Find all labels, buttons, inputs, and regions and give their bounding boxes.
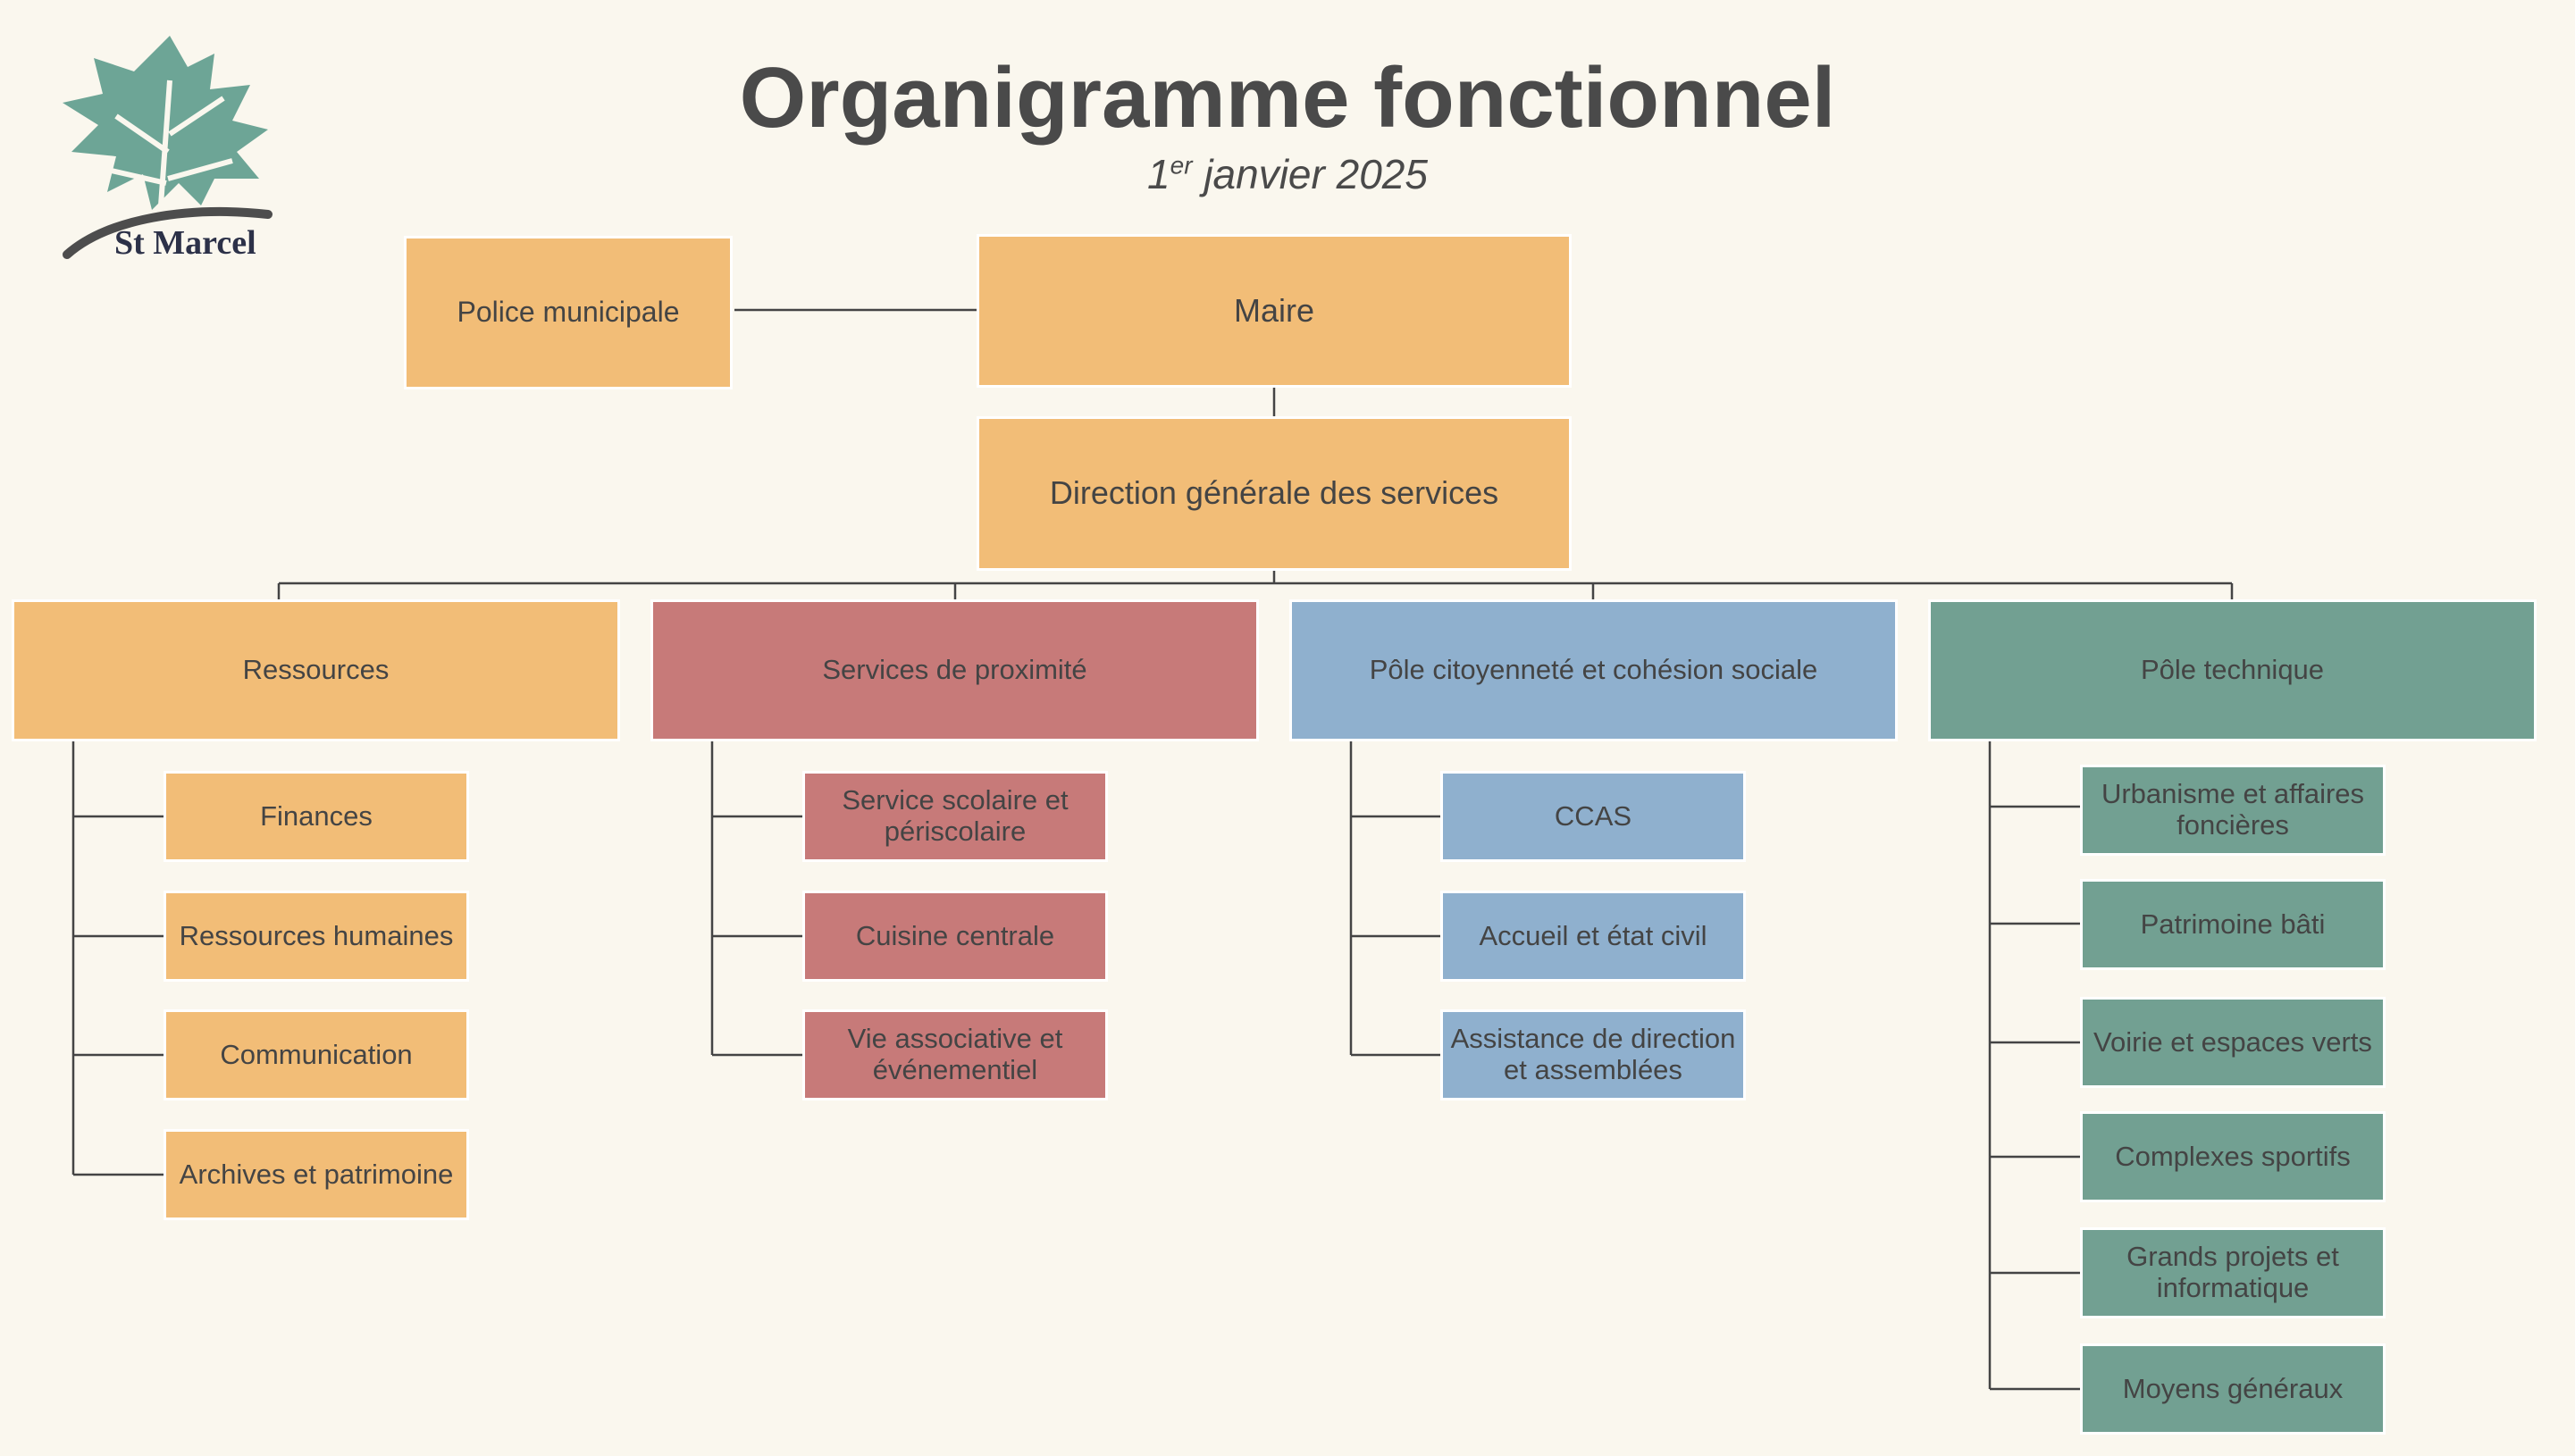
service-box: Moyens généraux [2080,1343,2386,1435]
service-box: Service scolaire et périscolaire [802,771,1108,862]
pole-services-proximite: Services de proximité [650,599,1259,741]
logo [45,27,277,268]
service-box: Finances [164,771,469,862]
leaf-logo-icon [63,36,273,259]
service-box: Patrimoine bâti [2080,879,2386,970]
pole-citoyennete: Pôle citoyenneté et cohésion sociale [1289,599,1898,741]
police-municipale-box: Police municipale [404,236,733,389]
dgs-box: Direction générale des services [977,416,1572,571]
pole-technique: Pôle technique [1928,599,2537,741]
service-box: Urbanisme et affaires foncières [2080,765,2386,856]
service-box: Archives et patrimoine [164,1129,469,1220]
service-box: Grands projets et informatique [2080,1227,2386,1318]
page-date: 1er janvier 2025 [1147,151,1428,197]
service-box: Ressources humaines [164,891,469,982]
maire-box: Maire [977,234,1572,388]
pole-ressources: Ressources [12,599,620,741]
service-box: Accueil et état civil [1440,891,1746,982]
logo-name: St Marcel [114,224,256,262]
service-box: Vie associative et événementiel [802,1009,1108,1100]
service-box: Communication [164,1009,469,1100]
service-box: Assistance de direction et assemblées [1440,1009,1746,1100]
page-title: Organigramme fonctionnel [739,50,1836,146]
service-box: CCAS [1440,771,1746,862]
service-box: Cuisine centrale [802,891,1108,982]
service-box: Complexes sportifs [2080,1111,2386,1202]
service-box: Voirie et espaces verts [2080,997,2386,1088]
